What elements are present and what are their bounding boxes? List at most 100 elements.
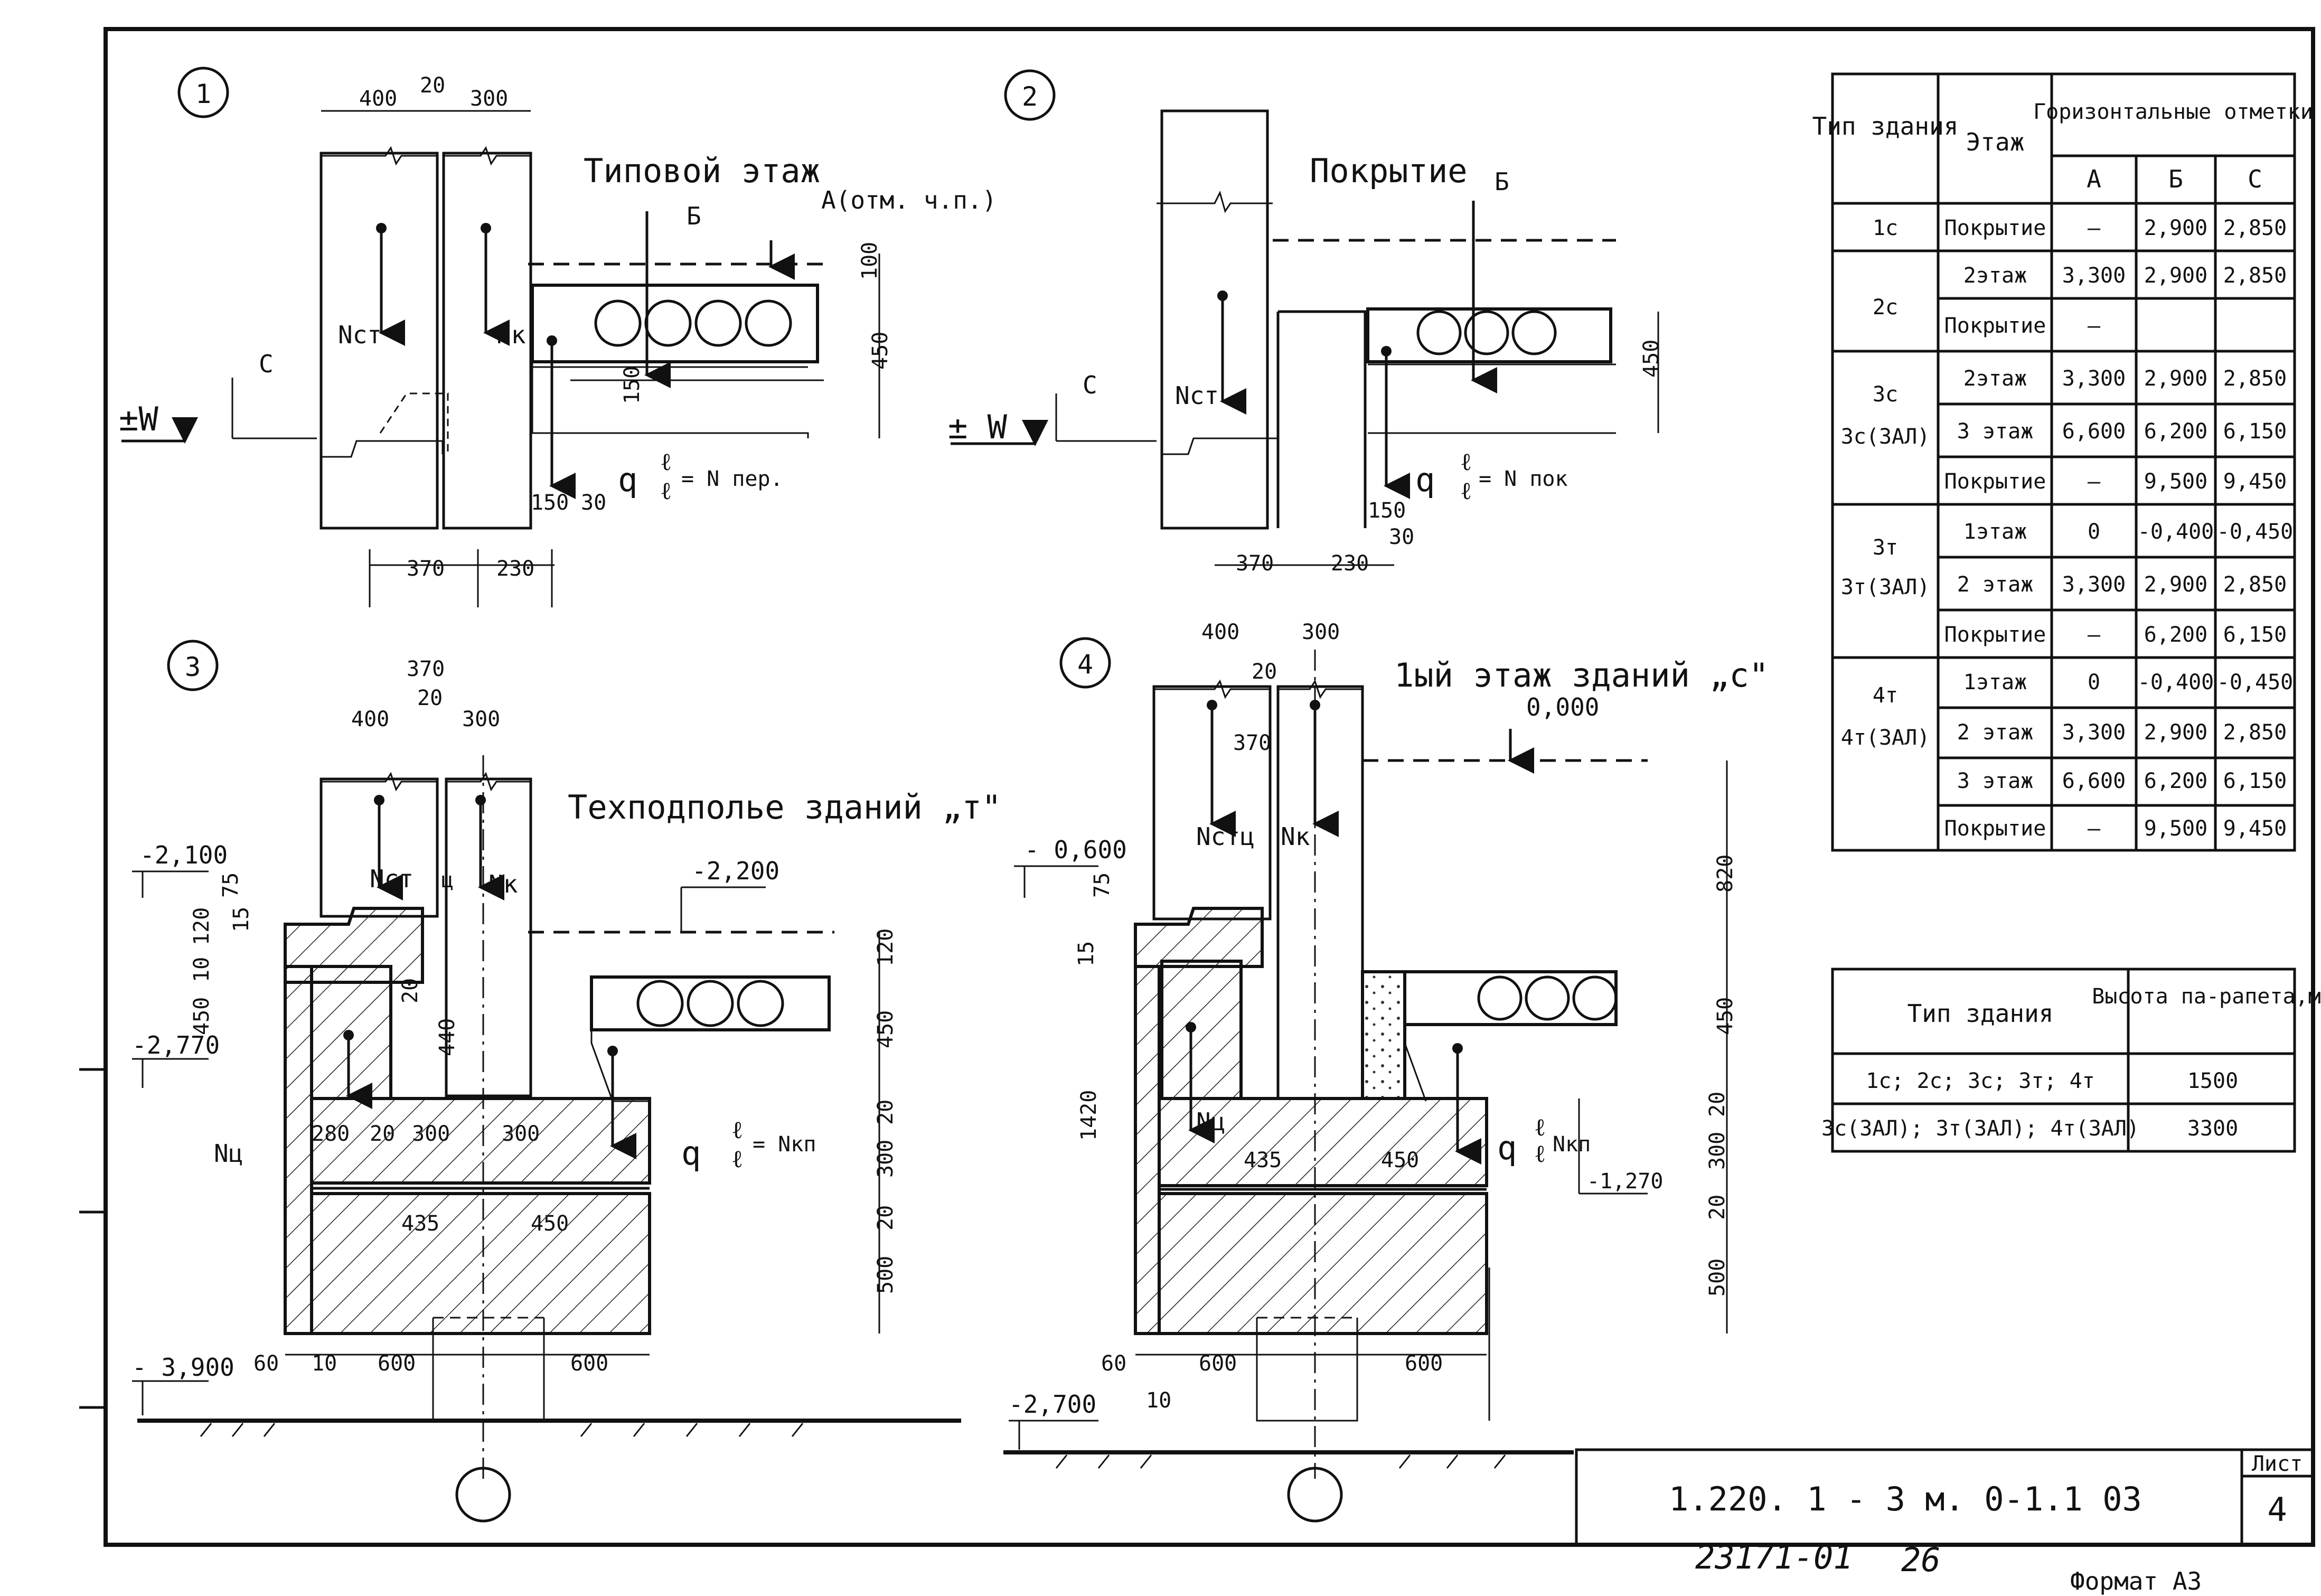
mt-r11-b: 6,200 <box>2144 769 2207 793</box>
detail-4-dim-60: 60 <box>1101 1351 1126 1376</box>
detail-4-column <box>1276 685 1364 1100</box>
detail-3-frac-top: ℓ <box>731 1115 743 1144</box>
detail-1-number-circle <box>177 67 229 118</box>
mt-r11-a: 6,600 <box>2062 769 2126 793</box>
mt-r10-a: 3,300 <box>2062 720 2126 745</box>
detail-3-dim-450r: 450 <box>873 1010 898 1048</box>
mt-r12-floor: Покрытие <box>1944 816 2046 841</box>
mt-r8-b: 6,200 <box>2144 623 2207 647</box>
parapet-row-0-height: 1500 <box>2187 1069 2238 1093</box>
parapet-row-1-types: 3с(ЗАЛ); 3т(ЗАЛ); 4т(ЗАЛ) <box>1821 1116 2139 1141</box>
detail-2-number: 2 <box>1022 81 1038 112</box>
detail-4-frac-bot: ℓ <box>1534 1139 1546 1168</box>
detail-2-load: q <box>1415 461 1435 499</box>
mt-r5-floor: Покрытие <box>1944 470 2046 494</box>
marks-table-header-type: Тип здания <box>1812 112 1959 140</box>
mt-r11-c: 6,150 <box>2223 769 2287 793</box>
detail-3-dim-75: 75 <box>219 872 243 898</box>
detail-3-number-circle <box>167 640 219 691</box>
detail-1-dim-370: 370 <box>407 557 445 581</box>
mt-r6-floor: 1этаж <box>1963 520 2027 544</box>
detail-4-grillage <box>1158 1097 1488 1187</box>
mt-r5-b: 9,500 <box>2144 470 2207 494</box>
mt-r0-b: 2,900 <box>2144 216 2207 240</box>
detail-3-dim-450l: 450 <box>190 997 214 1035</box>
detail-4-dim-400: 400 <box>1201 620 1239 644</box>
mt-r5-a: — <box>2088 470 2101 494</box>
mt-r6-c: -0,450 <box>2217 520 2294 544</box>
mt-r7-c: 2,850 <box>2223 572 2287 597</box>
detail-1-dim-20: 20 <box>420 73 445 98</box>
detail-3-load: q <box>681 1134 701 1172</box>
detail-4-mark-right: -1,270 <box>1587 1169 1664 1194</box>
detail-4-dim-20r2: 20 <box>1705 1195 1730 1220</box>
mt-r9-floor: 1этаж <box>1963 670 2027 694</box>
detail-2-dim-150: 150 <box>1368 499 1406 523</box>
detail-2-n-wall: Nст <box>1175 381 1219 410</box>
detail-3-dim-300r: 300 <box>873 1140 898 1178</box>
marks-table-sub-b: Б <box>2168 165 2183 193</box>
title-block-format: Формат А3 <box>2070 1567 2202 1595</box>
detail-4-number: 4 <box>1077 649 1093 680</box>
mt-r4-c: 6,150 <box>2223 419 2287 444</box>
detail-3-title: Техподполье зданий „т" <box>568 788 1001 827</box>
detail-4-number-circle <box>1059 637 1111 689</box>
detail-3-dim-500: 500 <box>873 1256 898 1294</box>
detail-3-dim-120r: 120 <box>873 928 898 966</box>
parapet-table-header-type: Тип здания <box>1907 999 2054 1028</box>
detail-1-mark-b: Б <box>687 202 701 230</box>
mt-r9-a: 0 <box>2088 670 2100 694</box>
detail-1-dim-30: 30 <box>581 491 606 515</box>
detail-1-mark-c: С <box>259 350 274 378</box>
mt-r8-floor: Покрытие <box>1944 623 2046 647</box>
detail-3-n-found: Nц <box>214 1139 243 1168</box>
detail-1-number: 1 <box>195 79 211 109</box>
detail-4-dim-300: 300 <box>1302 620 1340 644</box>
mt-r0-floor: Покрытие <box>1944 216 2046 240</box>
detail-3-dim-60: 60 <box>253 1351 279 1376</box>
detail-4-footing <box>1158 1192 1488 1335</box>
detail-4-title: 1ый этаж зданий „с" <box>1394 656 1769 694</box>
detail-2-dim-370: 370 <box>1236 551 1274 576</box>
mt-r6-a: 0 <box>2088 520 2100 544</box>
mt-r0-type: 1с <box>1873 216 1898 240</box>
detail-4-wall-block <box>1160 960 1243 1100</box>
mt-r6-b: -0,400 <box>2138 520 2214 544</box>
mt-r9-type: 4т <box>1873 683 1898 708</box>
detail-1-dim-300: 300 <box>470 87 508 111</box>
detail-3-mark-top: -2,100 <box>140 841 228 869</box>
detail-1-dim-150: 150 <box>531 491 569 515</box>
detail-3-n-wall: Nст <box>370 865 414 893</box>
detail-3-column <box>445 777 532 1097</box>
marks-table: Тип здания Этаж Горизонтальные отметки А… <box>1812 72 2313 852</box>
detail-2-wind: ± W <box>948 408 1008 446</box>
mt-r1-floor: 2этаж <box>1963 264 2027 288</box>
detail-2-column <box>1278 310 1367 528</box>
detail-3-n-col: Nк <box>488 870 518 898</box>
detail-4-dim-500: 500 <box>1705 1259 1730 1297</box>
detail-3-dim-20r: 20 <box>873 1100 898 1125</box>
detail-4-dim-10: 10 <box>1146 1388 1171 1413</box>
mt-r4-floor: 3 этаж <box>1957 419 2034 444</box>
detail-4-n-load: Nкп <box>1553 1132 1591 1157</box>
detail-2-dim-230: 230 <box>1331 551 1369 576</box>
mt-r0-c: 2,850 <box>2223 216 2287 240</box>
detail-3-dim-20: 20 <box>417 686 443 710</box>
mt-r7-b: 2,900 <box>2144 572 2207 597</box>
mt-r7-floor: 2 этаж <box>1957 572 2034 597</box>
mt-r3-c: 2,850 <box>2223 367 2287 391</box>
detail-1-n-load: = N пер. <box>681 467 783 491</box>
detail-4-frac-top: ℓ <box>1534 1113 1546 1141</box>
mt-r4-a: 6,600 <box>2062 419 2126 444</box>
detail-1-n-col: Nк <box>496 321 525 349</box>
mt-r8-a: — <box>2088 623 2101 647</box>
detail-4-dim-75: 75 <box>1090 872 1114 898</box>
title-block-archive-sub: 26 <box>1901 1541 1941 1579</box>
detail-3-dim-400: 400 <box>351 707 389 731</box>
marks-table-header-marks: Горизонтальные отметки <box>2033 100 2313 124</box>
sheet-frame <box>104 27 2315 1547</box>
detail-1-n-wall: Nст <box>338 321 382 349</box>
detail-1-dim-230: 230 <box>496 557 534 581</box>
title-block: 1.220. 1 - 3 м. 0-1.1 03 Лист 4 23171-01… <box>1575 1448 2315 1595</box>
mt-r1-b: 2,900 <box>2144 264 2207 288</box>
